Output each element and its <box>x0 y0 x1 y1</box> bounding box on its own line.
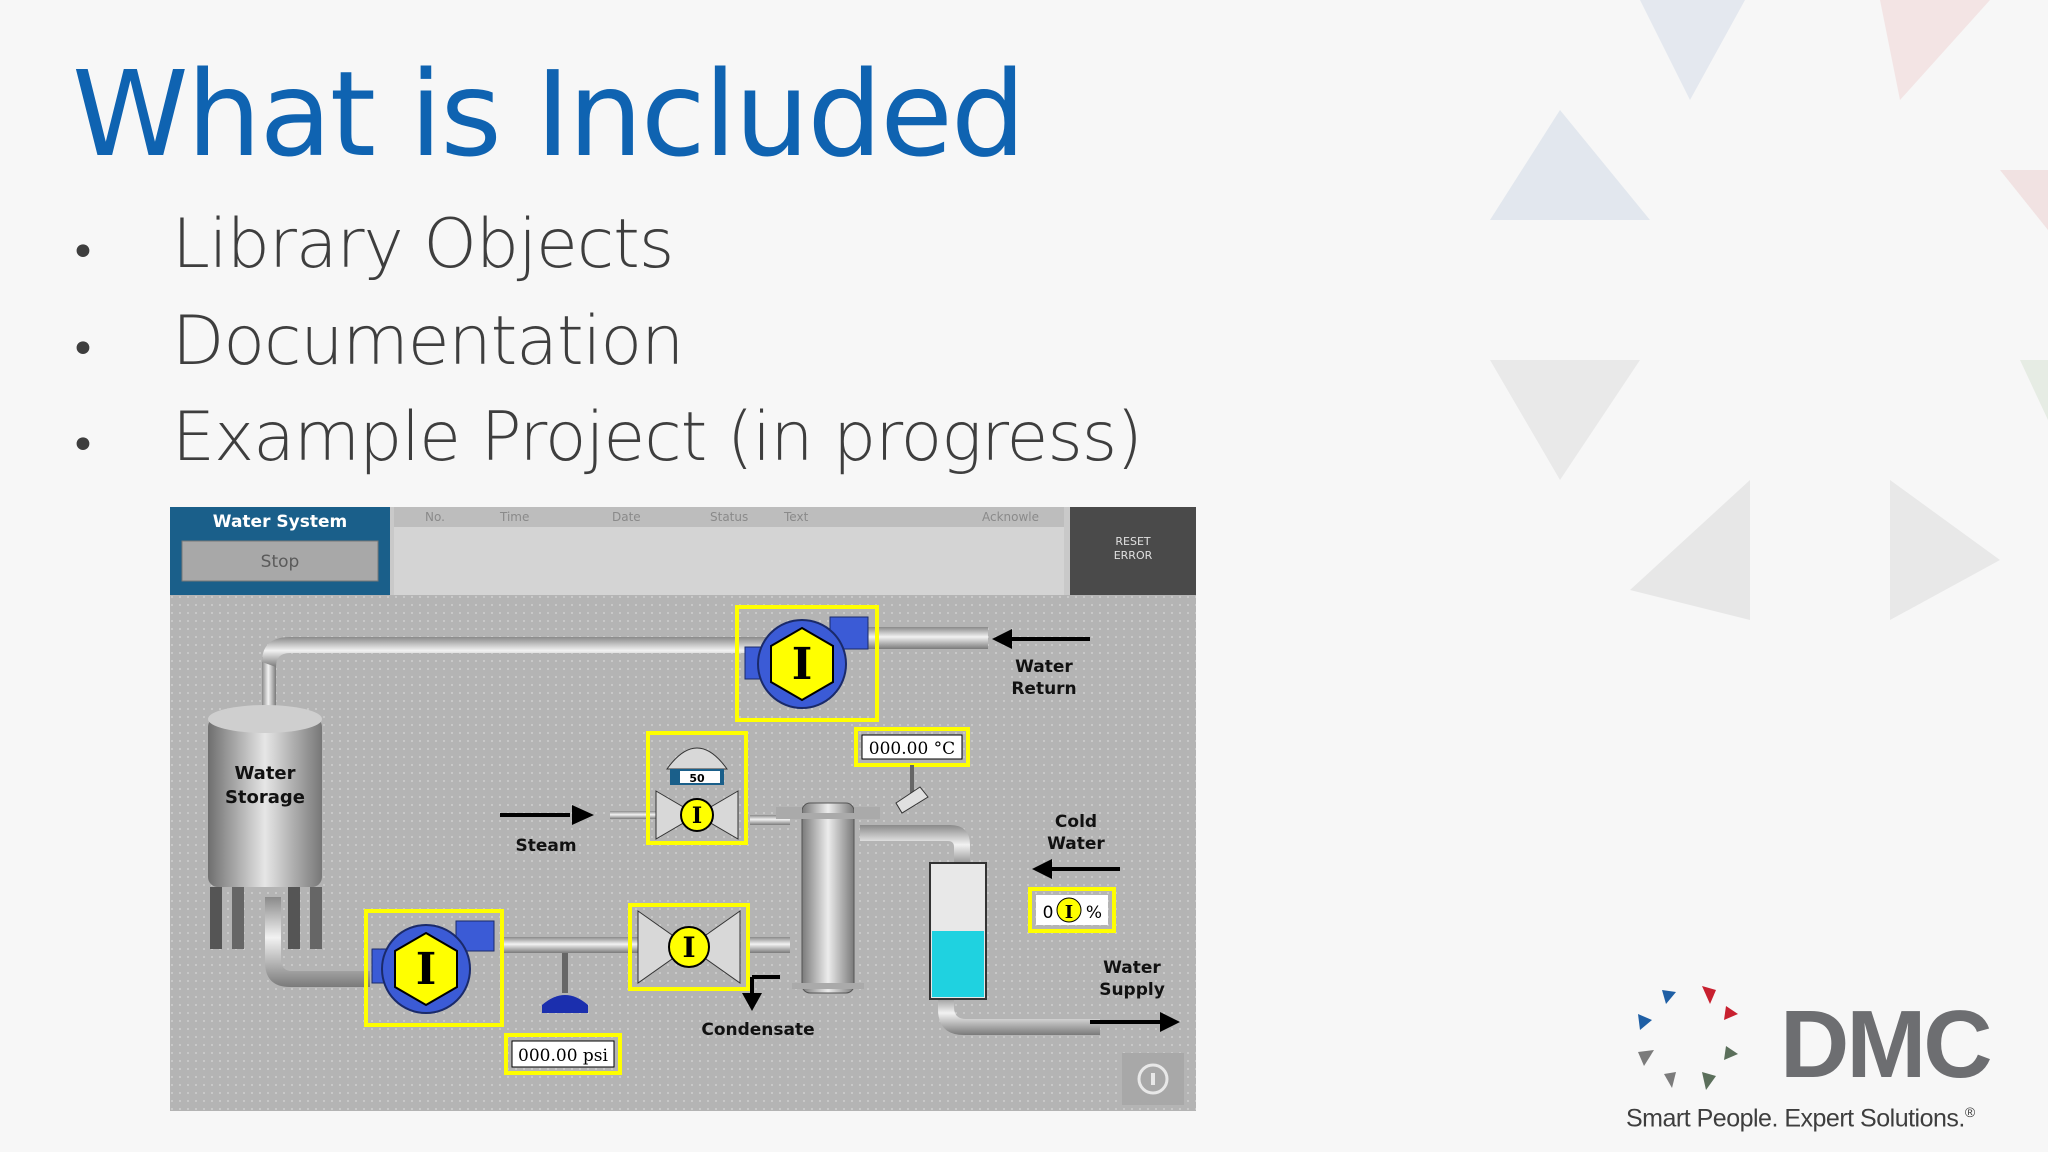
tank-level-value: 0 <box>1043 903 1054 923</box>
stop-button[interactable] <box>181 540 379 582</box>
instance-marker: I <box>416 944 437 995</box>
logo-tagline: Smart People. Expert Solutions.® <box>1626 1104 1975 1133</box>
alarm-column-header: Time <box>499 510 529 524</box>
bullet-marker: • <box>70 324 96 375</box>
reset-error-label-2: ERROR <box>1114 549 1153 562</box>
alarm-column-header: No. <box>425 510 445 524</box>
bullet-text: Library Objects <box>172 205 674 284</box>
water-supply-label-2: Supply <box>1099 980 1165 1000</box>
tank-level-unit: % <box>1086 903 1102 923</box>
alarm-column-header: Status <box>710 510 748 524</box>
water-return-label-2: Return <box>1011 679 1076 699</box>
flow-valve[interactable]: I <box>628 903 750 991</box>
reset-error-label-1: RESET <box>1115 535 1151 548</box>
pressure-sensor <box>542 953 588 1013</box>
alarm-column-header: Acknowle <box>982 510 1039 524</box>
instance-marker: I <box>692 803 702 829</box>
water-return-label-1: Water <box>1015 657 1073 677</box>
pipes <box>262 627 1100 1035</box>
water-storage-tank: Water Storage <box>208 705 322 949</box>
bullet-marker: • <box>70 420 96 471</box>
tank-water-level <box>932 931 984 997</box>
system-label: Water System <box>213 512 347 532</box>
supply-pump[interactable]: I <box>364 909 504 1027</box>
water-storage-label-2: Storage <box>225 787 305 808</box>
hmi-screenshot: Water System Stop No. Time Date Status T… <box>170 507 1196 1111</box>
alarm-column-header: Text <box>783 510 809 524</box>
registered-mark: ® <box>1964 1104 1975 1120</box>
pressure-value: 000.00 psi <box>518 1046 608 1066</box>
condensate-label: Condensate <box>701 1020 814 1040</box>
bullet-text: Documentation <box>172 302 684 381</box>
bullet-text: Example Project (in progress) <box>172 398 1143 477</box>
reset-error-button[interactable] <box>1070 507 1196 595</box>
return-pump[interactable]: I <box>735 605 879 722</box>
cold-water-label-2: Water <box>1047 834 1105 854</box>
logo-tagline-text: Smart People. Expert Solutions. <box>1626 1104 1965 1133</box>
bullet-item: • Documentation <box>60 302 1160 392</box>
temperature-value: 000.00 °C <box>869 739 955 759</box>
info-button[interactable] <box>1122 1053 1184 1105</box>
slide-title: What is Included <box>72 45 1026 183</box>
bullet-item: • Library Objects <box>60 205 1160 295</box>
dmc-logo-mark <box>1638 986 1738 1090</box>
instance-marker: I <box>682 931 695 964</box>
valve-position-value: 50 <box>689 772 705 785</box>
cold-water-label-1: Cold <box>1055 812 1097 832</box>
steam-label: Steam <box>515 836 576 856</box>
flow-arrows <box>500 629 1180 1032</box>
bullet-marker: • <box>70 227 96 278</box>
instance-marker: I <box>792 639 813 690</box>
logo-name: DMC <box>1780 991 1993 1098</box>
water-supply-label-1: Water <box>1103 958 1161 978</box>
decorative-background-shapes <box>1490 0 2048 620</box>
heat-exchanger <box>776 802 880 994</box>
info-icon <box>1137 1063 1169 1095</box>
alarm-column-header: Date <box>612 510 641 524</box>
cold-water-tank <box>929 862 987 1000</box>
hmi-diagram: Water System Stop No. Time Date Status T… <box>170 507 1196 1111</box>
water-storage-label-1: Water <box>234 763 295 784</box>
tank-level-readout[interactable]: 0 I % <box>1028 887 1116 933</box>
stop-button-label: Stop <box>261 552 300 572</box>
pressure-readout[interactable]: 000.00 psi <box>504 1033 622 1075</box>
instance-marker: I <box>1065 902 1073 923</box>
bullet-item: • Example Project (in progress) <box>60 398 1160 488</box>
temperature-sensor <box>895 765 929 814</box>
steam-control-valve[interactable]: 50 I <box>646 731 748 845</box>
dmc-logo: DMC Smart People. Expert Solutions.® <box>1620 980 2040 1140</box>
